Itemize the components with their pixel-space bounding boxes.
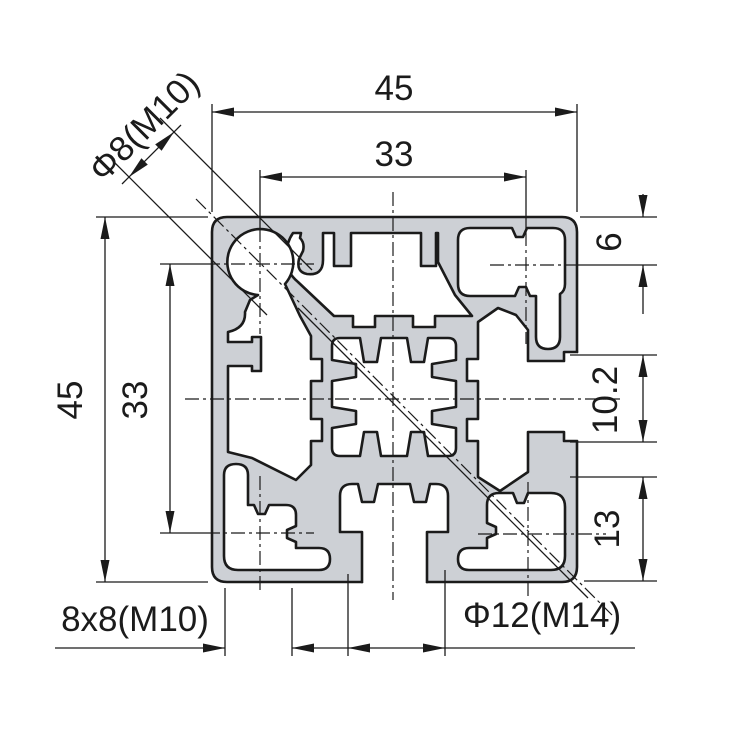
- centerlines: [185, 192, 620, 616]
- label-corner-hole-diagonal: Φ8(M10): [81, 63, 207, 189]
- dim-top-33: 33: [375, 135, 414, 174]
- dim-right-6: 6: [590, 232, 629, 251]
- corner-hole-bottom-right: [456, 491, 567, 572]
- slot-bottom: [340, 484, 448, 582]
- profile-outline: [210, 215, 579, 584]
- diagonal-centerline: [195, 198, 613, 616]
- label-bottom-right-hole: Φ12(M14): [463, 596, 621, 635]
- cavity-right-slot-outline: [465, 306, 579, 493]
- dim-left-45: 45: [51, 381, 90, 420]
- dim-right-13: 13: [588, 510, 627, 549]
- dim-top-45: 45: [375, 69, 414, 108]
- corner-hole-top-right: [456, 226, 567, 351]
- label-bottom-left-slot: 8x8(M10): [61, 600, 209, 639]
- leader-phi12-line: [297, 307, 589, 599]
- dim-right-10-2: 10.2: [586, 366, 625, 434]
- dim-left-33: 33: [116, 381, 155, 420]
- corner-hole-bottom-left: [222, 462, 332, 572]
- slot-bottom-outline: [338, 482, 450, 584]
- dimension-arrows: [100, 107, 648, 653]
